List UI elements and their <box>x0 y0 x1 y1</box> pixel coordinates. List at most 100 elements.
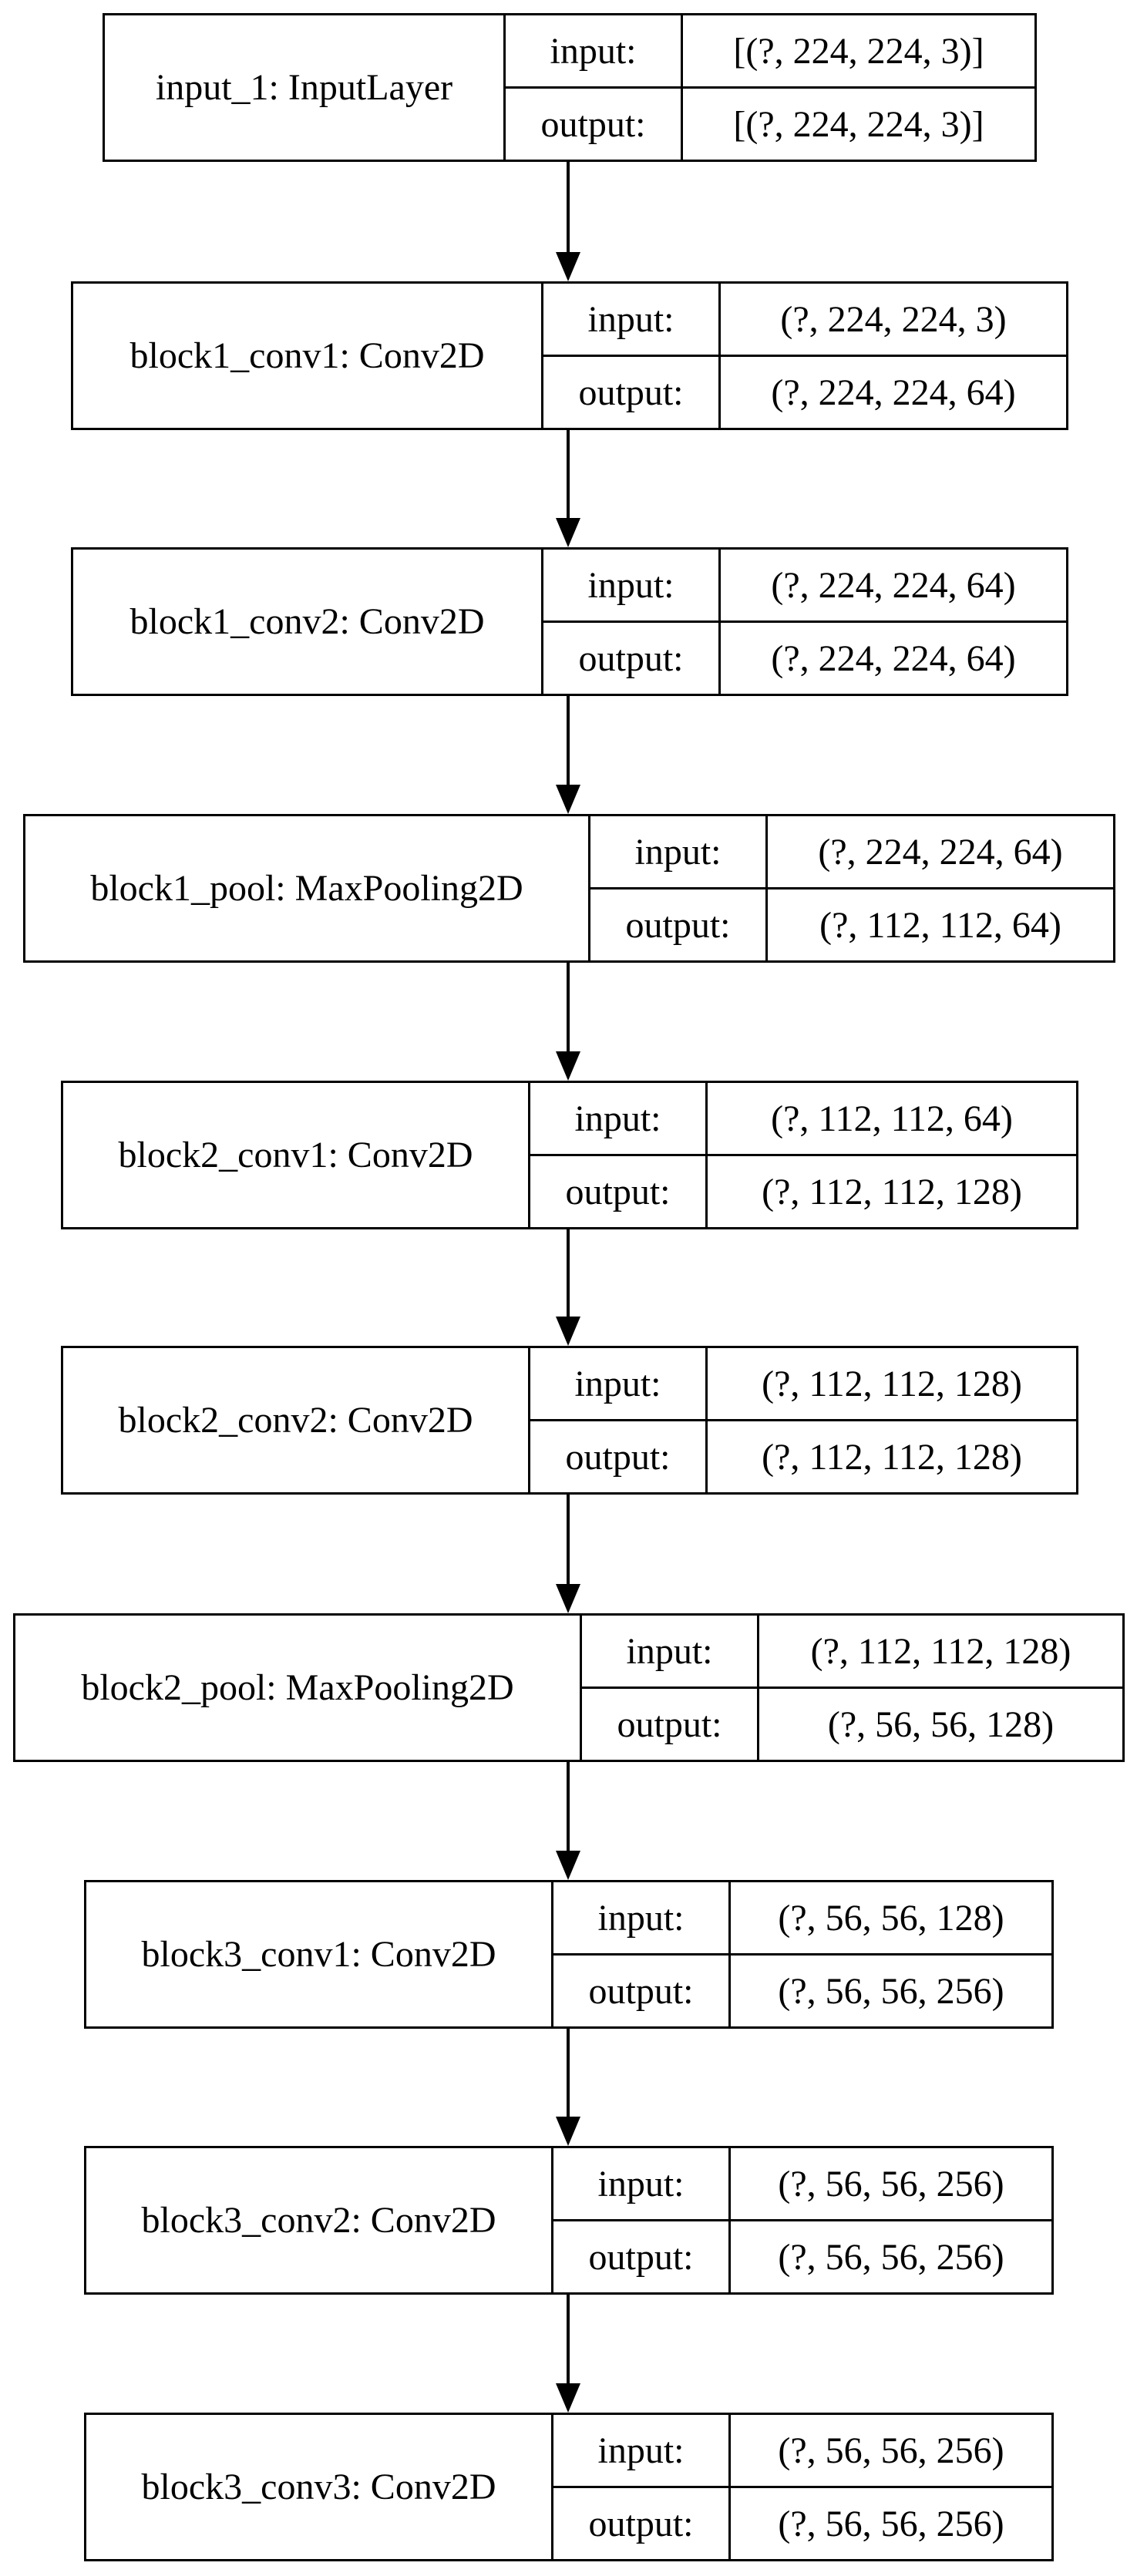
edge-arrow <box>556 162 580 281</box>
layer-name: block1_pool: MaxPooling2D <box>25 816 590 960</box>
io-values: [(?, 224, 224, 3)] [(?, 224, 224, 3)] <box>683 15 1034 160</box>
layer-name: block3_conv3: Conv2D <box>86 2415 553 2559</box>
input-shape: (?, 112, 112, 128) <box>708 1348 1076 1421</box>
arrowhead-icon <box>556 1851 580 1880</box>
input-shape: (?, 56, 56, 256) <box>731 2415 1051 2488</box>
output-shape: (?, 56, 56, 256) <box>778 2236 1004 2278</box>
layer-name: block1_conv1: Conv2D <box>73 284 543 428</box>
arrowhead-icon <box>556 785 580 814</box>
output-shape: (?, 112, 112, 128) <box>762 1436 1022 1478</box>
output-shape: (?, 56, 56, 256) <box>778 2503 1004 2544</box>
input-label: input: <box>506 15 681 89</box>
arrowhead-icon <box>556 2117 580 2146</box>
edge-arrow <box>556 1762 580 1880</box>
input-label: input: <box>553 2415 728 2488</box>
input-label: input: <box>543 550 718 623</box>
input-shape: (?, 224, 224, 64) <box>721 550 1066 623</box>
edge-arrow <box>556 1495 580 1613</box>
input-label: input: <box>590 816 765 889</box>
input-label: input: <box>530 1083 705 1156</box>
arrowhead-icon <box>556 1584 580 1613</box>
io-labels: input: output: <box>543 284 721 428</box>
io-values: (?, 56, 56, 256) (?, 56, 56, 256) <box>731 2415 1051 2559</box>
output-label: output: <box>588 2503 694 2544</box>
layer-name: block3_conv2: Conv2D <box>86 2148 553 2292</box>
io-values: (?, 112, 112, 128) (?, 56, 56, 128) <box>759 1616 1122 1760</box>
io-labels: input: output: <box>553 2415 731 2559</box>
layer-node-input-1: input_1: InputLayer input: output: [(?, … <box>103 13 1037 162</box>
io-labels: input: output: <box>506 15 683 160</box>
layer-node-block2-conv1: block2_conv1: Conv2D input: output: (?, … <box>61 1081 1078 1229</box>
arrowhead-icon <box>556 1051 580 1081</box>
input-label: input: <box>530 1348 705 1421</box>
layer-name: block3_conv1: Conv2D <box>86 1882 553 2026</box>
edge-arrow <box>556 696 580 814</box>
layer-name: block2_conv1: Conv2D <box>63 1083 530 1227</box>
output-label: output: <box>617 1703 722 1745</box>
output-label: output: <box>578 372 684 413</box>
io-labels: input: output: <box>543 550 721 694</box>
layer-node-block3-conv1: block3_conv1: Conv2D input: output: (?, … <box>84 1880 1054 2029</box>
io-labels: input: output: <box>530 1348 708 1492</box>
input-shape: (?, 112, 112, 64) <box>708 1083 1076 1156</box>
layer-node-block1-conv1: block1_conv1: Conv2D input: output: (?, … <box>71 281 1068 430</box>
output-label: output: <box>578 637 684 679</box>
edge-arrow <box>556 2295 580 2413</box>
input-shape: [(?, 224, 224, 3)] <box>683 15 1034 89</box>
io-labels: input: output: <box>553 2148 731 2292</box>
input-label: input: <box>543 284 718 357</box>
output-label: output: <box>565 1171 671 1212</box>
edge-arrow <box>556 430 580 547</box>
io-values: (?, 224, 224, 64) (?, 224, 224, 64) <box>721 550 1066 694</box>
arrowhead-icon <box>556 1317 580 1346</box>
layer-node-block3-conv3: block3_conv3: Conv2D input: output: (?, … <box>84 2413 1054 2561</box>
output-label: output: <box>540 103 646 145</box>
input-shape: (?, 56, 56, 256) <box>731 2148 1051 2221</box>
input-label: input: <box>553 1882 728 1956</box>
layer-name: block1_conv2: Conv2D <box>73 550 543 694</box>
arrowhead-icon <box>556 518 580 547</box>
output-label: output: <box>565 1436 671 1478</box>
output-shape: (?, 112, 112, 128) <box>762 1171 1022 1212</box>
output-label: output: <box>588 1970 694 2012</box>
io-values: (?, 56, 56, 128) (?, 56, 56, 256) <box>731 1882 1051 2026</box>
io-labels: input: output: <box>582 1616 759 1760</box>
layer-node-block3-conv2: block3_conv2: Conv2D input: output: (?, … <box>84 2146 1054 2295</box>
input-shape: (?, 112, 112, 128) <box>759 1616 1122 1689</box>
output-label: output: <box>625 904 731 946</box>
output-shape: (?, 56, 56, 128) <box>827 1703 1055 1745</box>
layer-name: block2_pool: MaxPooling2D <box>15 1616 582 1760</box>
output-shape: (?, 56, 56, 256) <box>778 1970 1004 2012</box>
input-shape: (?, 224, 224, 64) <box>768 816 1113 889</box>
layer-node-block1-conv2: block1_conv2: Conv2D input: output: (?, … <box>71 547 1068 696</box>
io-values: (?, 224, 224, 3) (?, 224, 224, 64) <box>721 284 1066 428</box>
io-values: (?, 112, 112, 128) (?, 112, 112, 128) <box>708 1348 1076 1492</box>
io-values: (?, 112, 112, 64) (?, 112, 112, 128) <box>708 1083 1076 1227</box>
layer-name: block2_conv2: Conv2D <box>63 1348 530 1492</box>
io-labels: input: output: <box>590 816 768 960</box>
output-shape: [(?, 224, 224, 3)] <box>733 103 984 145</box>
edge-arrow <box>556 2029 580 2146</box>
output-label: output: <box>588 2236 694 2278</box>
input-label: input: <box>553 2148 728 2221</box>
layer-name: input_1: InputLayer <box>105 15 506 160</box>
arrowhead-icon <box>556 2383 580 2413</box>
output-shape: (?, 224, 224, 64) <box>771 637 1016 679</box>
io-labels: input: output: <box>553 1882 731 2026</box>
output-shape: (?, 224, 224, 64) <box>771 372 1016 413</box>
io-values: (?, 224, 224, 64) (?, 112, 112, 64) <box>768 816 1113 960</box>
io-values: (?, 56, 56, 256) (?, 56, 56, 256) <box>731 2148 1051 2292</box>
io-labels: input: output: <box>530 1083 708 1227</box>
input-label: input: <box>582 1616 757 1689</box>
layer-node-block1-pool: block1_pool: MaxPooling2D input: output:… <box>23 814 1115 963</box>
arrowhead-icon <box>556 252 580 281</box>
layer-node-block2-conv2: block2_conv2: Conv2D input: output: (?, … <box>61 1346 1078 1495</box>
layer-node-block2-pool: block2_pool: MaxPooling2D input: output:… <box>13 1613 1125 1762</box>
output-shape: (?, 112, 112, 64) <box>819 904 1061 946</box>
edge-arrow <box>556 963 580 1081</box>
input-shape: (?, 224, 224, 3) <box>721 284 1066 357</box>
edge-arrow <box>556 1229 580 1346</box>
input-shape: (?, 56, 56, 128) <box>731 1882 1051 1956</box>
